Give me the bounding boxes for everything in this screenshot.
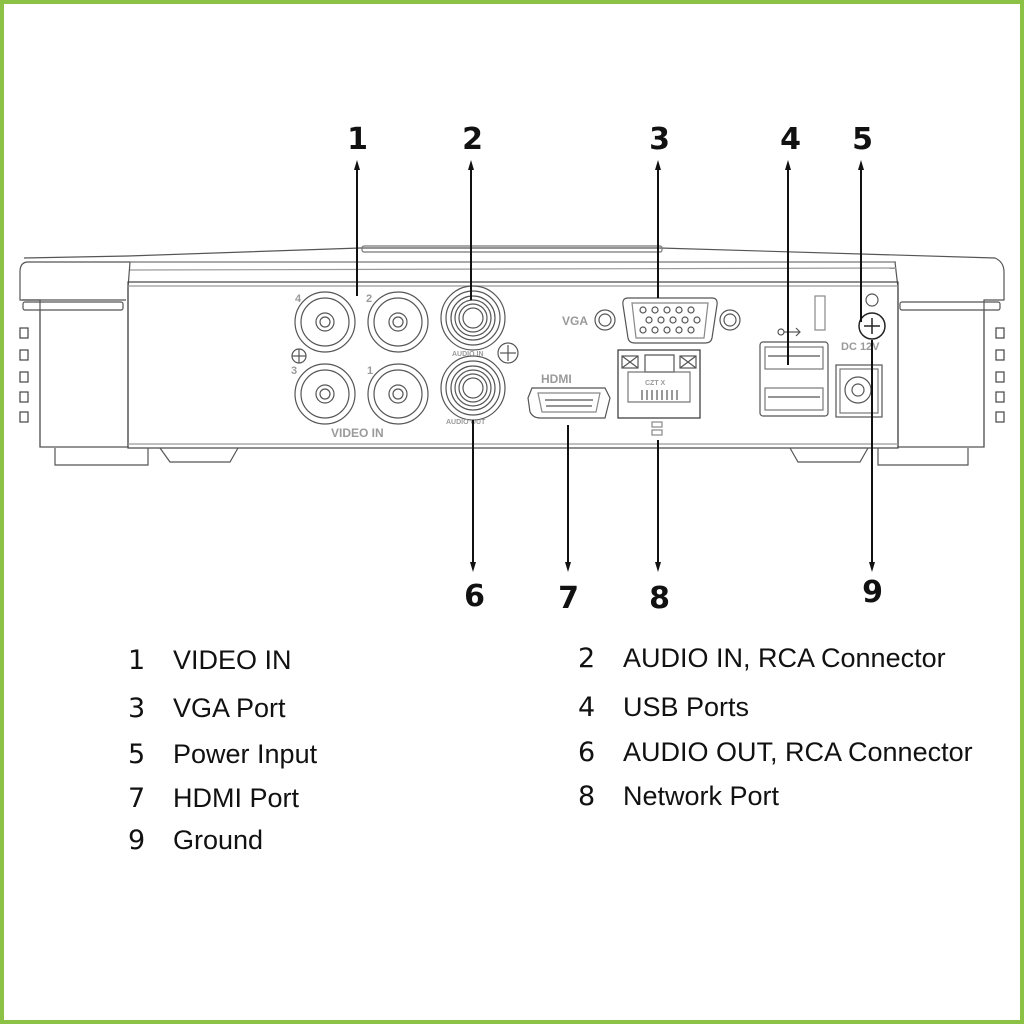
legend-item: 9 Ground	[128, 825, 263, 856]
chassis	[19, 245, 1005, 466]
legend-number: 7	[128, 783, 146, 814]
screw-icon	[497, 342, 519, 364]
bnc-label-1: 1	[367, 365, 373, 377]
video-in-label: VIDEO IN	[331, 426, 384, 440]
legend-number: 8	[578, 781, 596, 812]
legend-label: USB Ports	[623, 692, 750, 722]
side-vents-left	[19, 327, 29, 423]
bnc-connector-3	[294, 363, 356, 425]
bnc-connector-2	[367, 291, 429, 353]
bnc-label-4: 4	[295, 293, 302, 305]
vga-port	[594, 297, 741, 344]
callout-number-4: 4	[780, 122, 801, 157]
bnc-label-2: 2	[366, 293, 372, 305]
network-port-label: CZT X	[645, 380, 666, 387]
callout-lines	[356, 166, 873, 565]
legend-item: 3 VGA Port	[128, 693, 286, 724]
legend-label: Ground	[173, 825, 264, 855]
side-vents-right	[995, 327, 1005, 423]
dc-power-jack	[835, 364, 883, 418]
legend-item: 8 Network Port	[578, 781, 779, 812]
bnc-connector-4	[294, 291, 356, 353]
legend-number: 2	[578, 643, 596, 674]
legend-number: 1	[128, 645, 146, 676]
legend-label: Power Input	[173, 739, 318, 769]
usb-ports	[759, 295, 829, 417]
callout-number-3: 3	[649, 122, 670, 157]
legend-number: 3	[128, 693, 146, 724]
rca-audio-out	[440, 355, 506, 421]
legend-label: AUDIO IN, RCA Connector	[623, 643, 946, 673]
video-in-bnc-connectors	[291, 291, 429, 425]
callout-number-7: 7	[558, 581, 579, 616]
audio-in-label: AUDIO IN	[452, 351, 484, 358]
hdmi-port	[527, 387, 611, 419]
callout-number-9: 9	[862, 575, 883, 610]
bnc-connector-1	[367, 363, 429, 425]
legend-item: 7 HDMI Port	[128, 783, 299, 814]
legend-number: 5	[128, 739, 146, 770]
callout-number-8: 8	[649, 581, 670, 616]
legend-number: 6	[578, 737, 596, 768]
legend-number: 9	[128, 825, 146, 856]
rj45-network-port	[617, 349, 701, 436]
legend-item: 4 USB Ports	[578, 692, 749, 723]
callout-number-1: 1	[347, 122, 368, 157]
vga-label: VGA	[562, 314, 588, 328]
legend-label: AUDIO OUT, RCA Connector	[623, 737, 973, 767]
ground-symbol-icon	[865, 293, 879, 307]
dc-label: DC 12V	[841, 341, 880, 353]
callout-number-5: 5	[852, 122, 873, 157]
legend-label: HDMI Port	[173, 783, 300, 813]
usb-icon	[777, 327, 801, 337]
legend-number: 4	[578, 692, 596, 723]
legend-item: 6 AUDIO OUT, RCA Connector	[578, 737, 973, 768]
legend-item: 2 AUDIO IN, RCA Connector	[578, 643, 946, 674]
legend-item: 1 VIDEO IN	[128, 645, 292, 676]
rca-audio-in	[440, 285, 506, 351]
callout-arrowheads	[354, 160, 875, 572]
audio-out-label: AUDIO OUT	[446, 419, 486, 426]
legend-item: 5 Power Input	[128, 739, 317, 770]
legend-label: Network Port	[623, 781, 780, 811]
hdmi-label: HDMI	[541, 372, 572, 386]
bnc-label-3: 3	[291, 365, 297, 377]
ground-screw	[858, 312, 886, 340]
legend-label: VIDEO IN	[173, 645, 292, 675]
legend-label: VGA Port	[173, 693, 286, 723]
callout-number-6: 6	[464, 579, 485, 614]
callout-number-2: 2	[462, 122, 483, 157]
